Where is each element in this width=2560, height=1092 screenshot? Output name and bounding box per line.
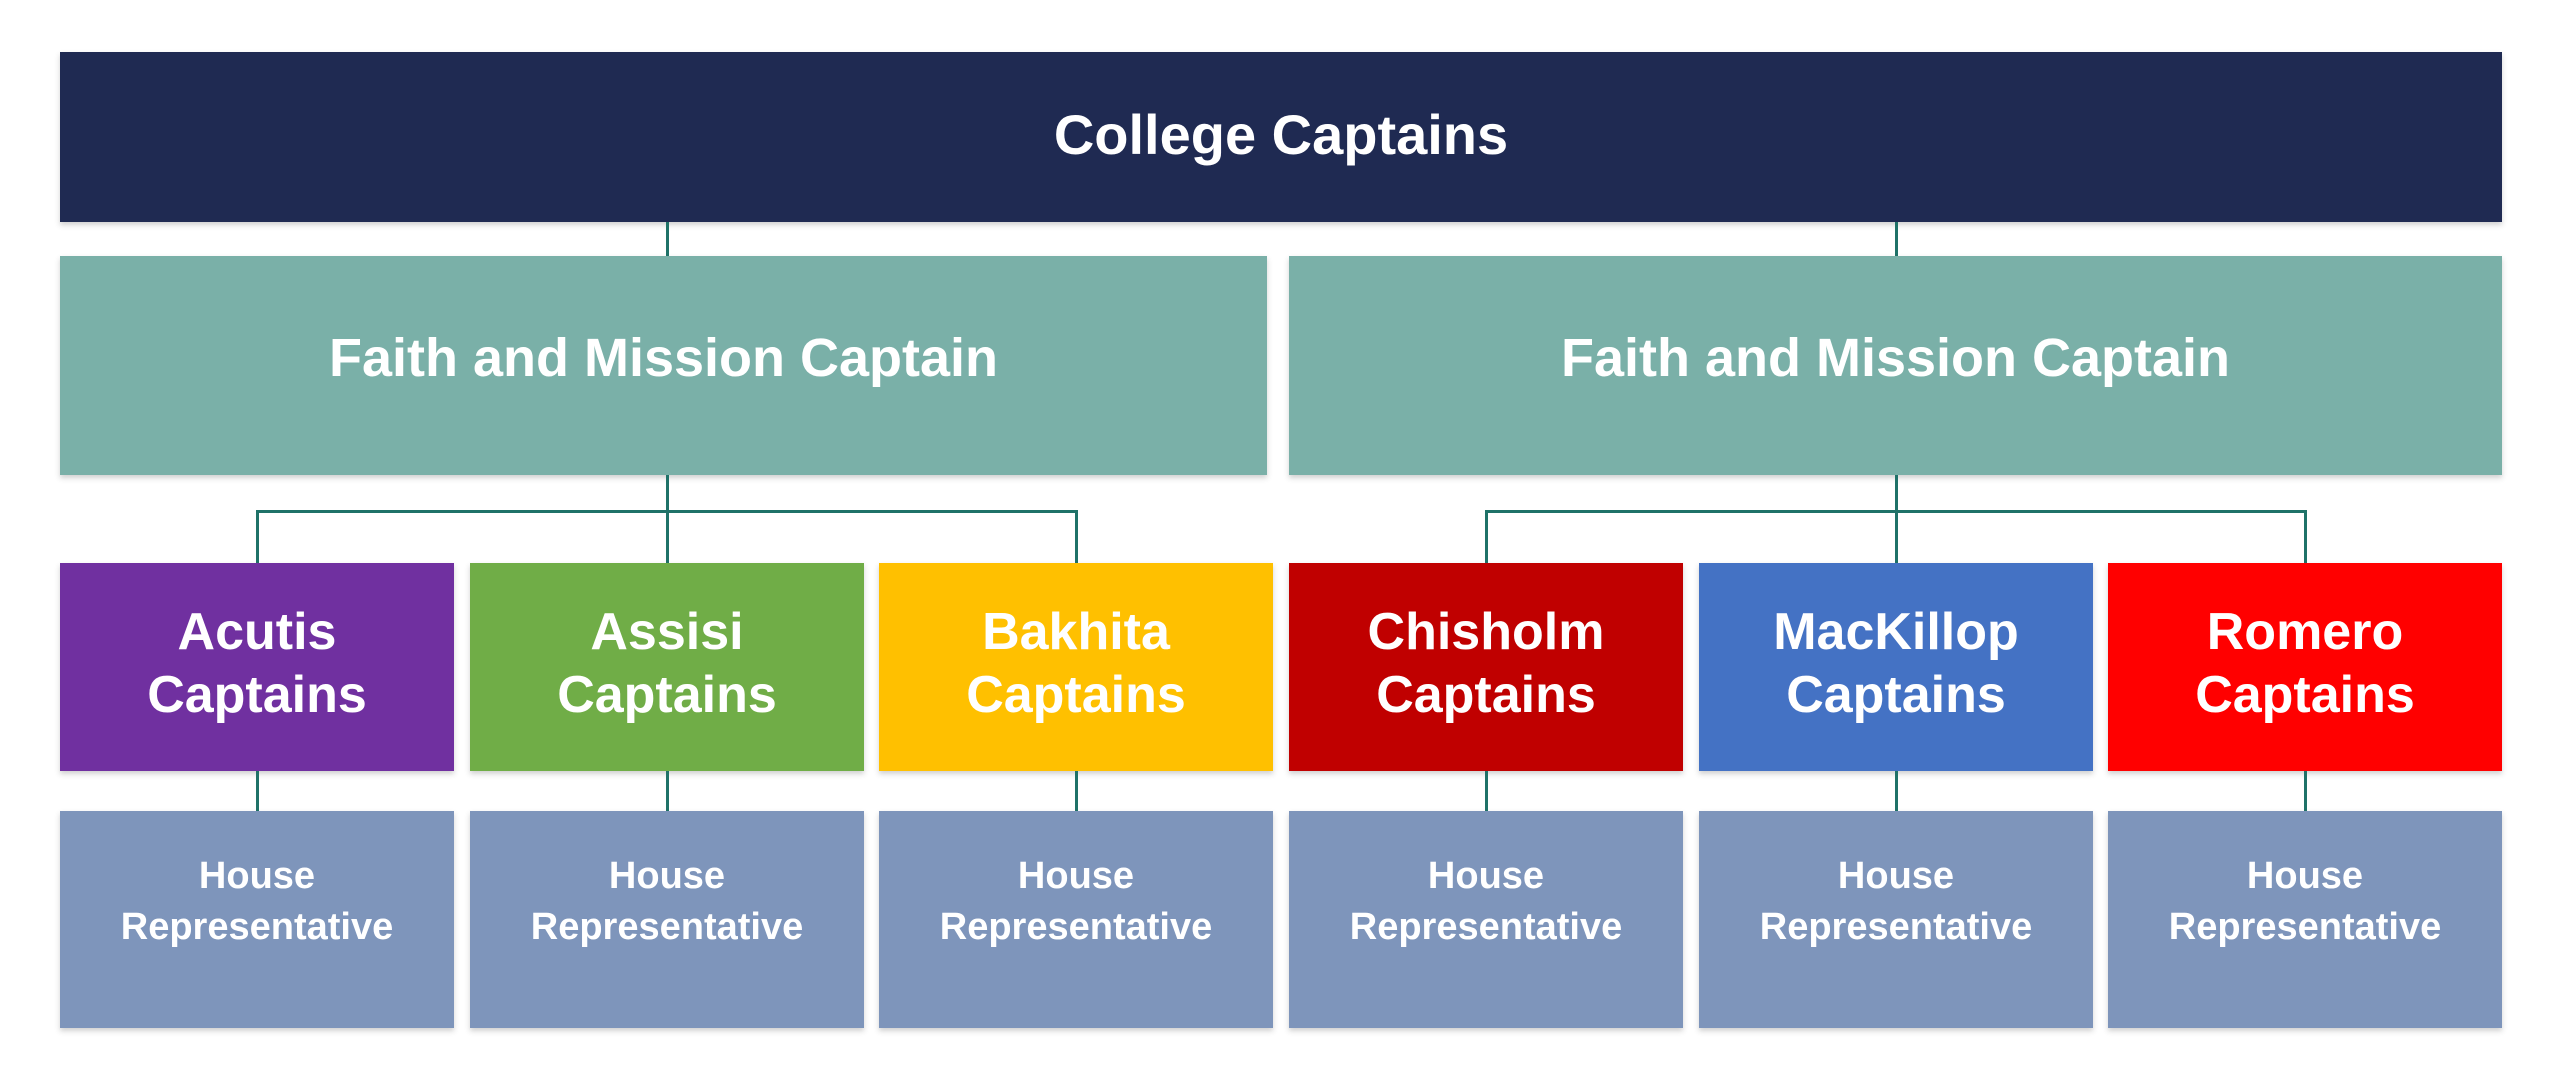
node-house-rep-mackillop: House Representative [1699,811,2093,1028]
node-house-rep-assisi-label: House Representative [530,855,804,948]
connector-drop-romero [2303,510,2307,563]
connector-drop-acutis [255,510,259,563]
connector-right-branch-stem [1894,475,1898,563]
node-bakhita-captains: Bakhita Captains [879,563,1273,771]
connector-drop-bakhita [1074,510,1078,563]
node-college-captains-label: College Captains [1053,102,1509,166]
node-house-rep-acutis-label: House Representative [120,855,394,948]
node-house-rep-mackillop-label: House Representative [1759,855,2033,948]
node-chisholm-captains-label: Chisholm Captains [1367,602,1605,724]
connector-root-to-left-branch [665,222,669,256]
node-bakhita-captains-label: Bakhita Captains [966,602,1186,724]
node-chisholm-captains: Chisholm Captains [1289,563,1683,771]
node-romero-captains-label: Romero Captains [2195,602,2415,724]
node-house-rep-romero: House Representative [2108,811,2502,1028]
node-college-captains: College Captains [60,52,2502,222]
node-acutis-captains: Acutis Captains [60,563,454,771]
node-house-rep-bakhita-label: House Representative [939,855,1213,948]
node-house-rep-acutis: House Representative [60,811,454,1028]
connector-drop-chisholm [1484,510,1488,563]
node-romero-captains: Romero Captains [2108,563,2502,771]
node-house-rep-chisholm: House Representative [1289,811,1683,1028]
node-mackillop-captains: MacKillop Captains [1699,563,2093,771]
node-house-rep-chisholm-label: House Representative [1349,855,1623,948]
node-assisi-captains-label: Assisi Captains [557,602,777,724]
connector-chisholm-to-rep [1484,771,1488,811]
node-assisi-captains: Assisi Captains [470,563,864,771]
connector-left-branch-stem [665,475,669,563]
node-faith-mission-captain-left: Faith and Mission Captain [60,256,1267,475]
node-mackillop-captains-label: MacKillop Captains [1773,602,2019,724]
connector-romero-to-rep [2303,771,2307,811]
node-house-rep-assisi: House Representative [470,811,864,1028]
node-faith-mission-captain-right-label: Faith and Mission Captain [1560,327,2231,388]
connector-assisi-to-rep [665,771,669,811]
node-house-rep-romero-label: House Representative [2168,855,2442,948]
node-house-rep-bakhita: House Representative [879,811,1273,1028]
node-faith-mission-captain-left-label: Faith and Mission Captain [328,327,999,388]
connector-root-to-right-branch [1894,222,1898,256]
node-faith-mission-captain-right: Faith and Mission Captain [1289,256,2502,475]
connector-bakhita-to-rep [1074,771,1078,811]
connector-mackillop-to-rep [1894,771,1898,811]
node-acutis-captains-label: Acutis Captains [147,602,367,724]
connector-right-bracket [1484,510,2307,513]
connector-left-bracket [255,510,1078,513]
connector-acutis-to-rep [255,771,259,811]
